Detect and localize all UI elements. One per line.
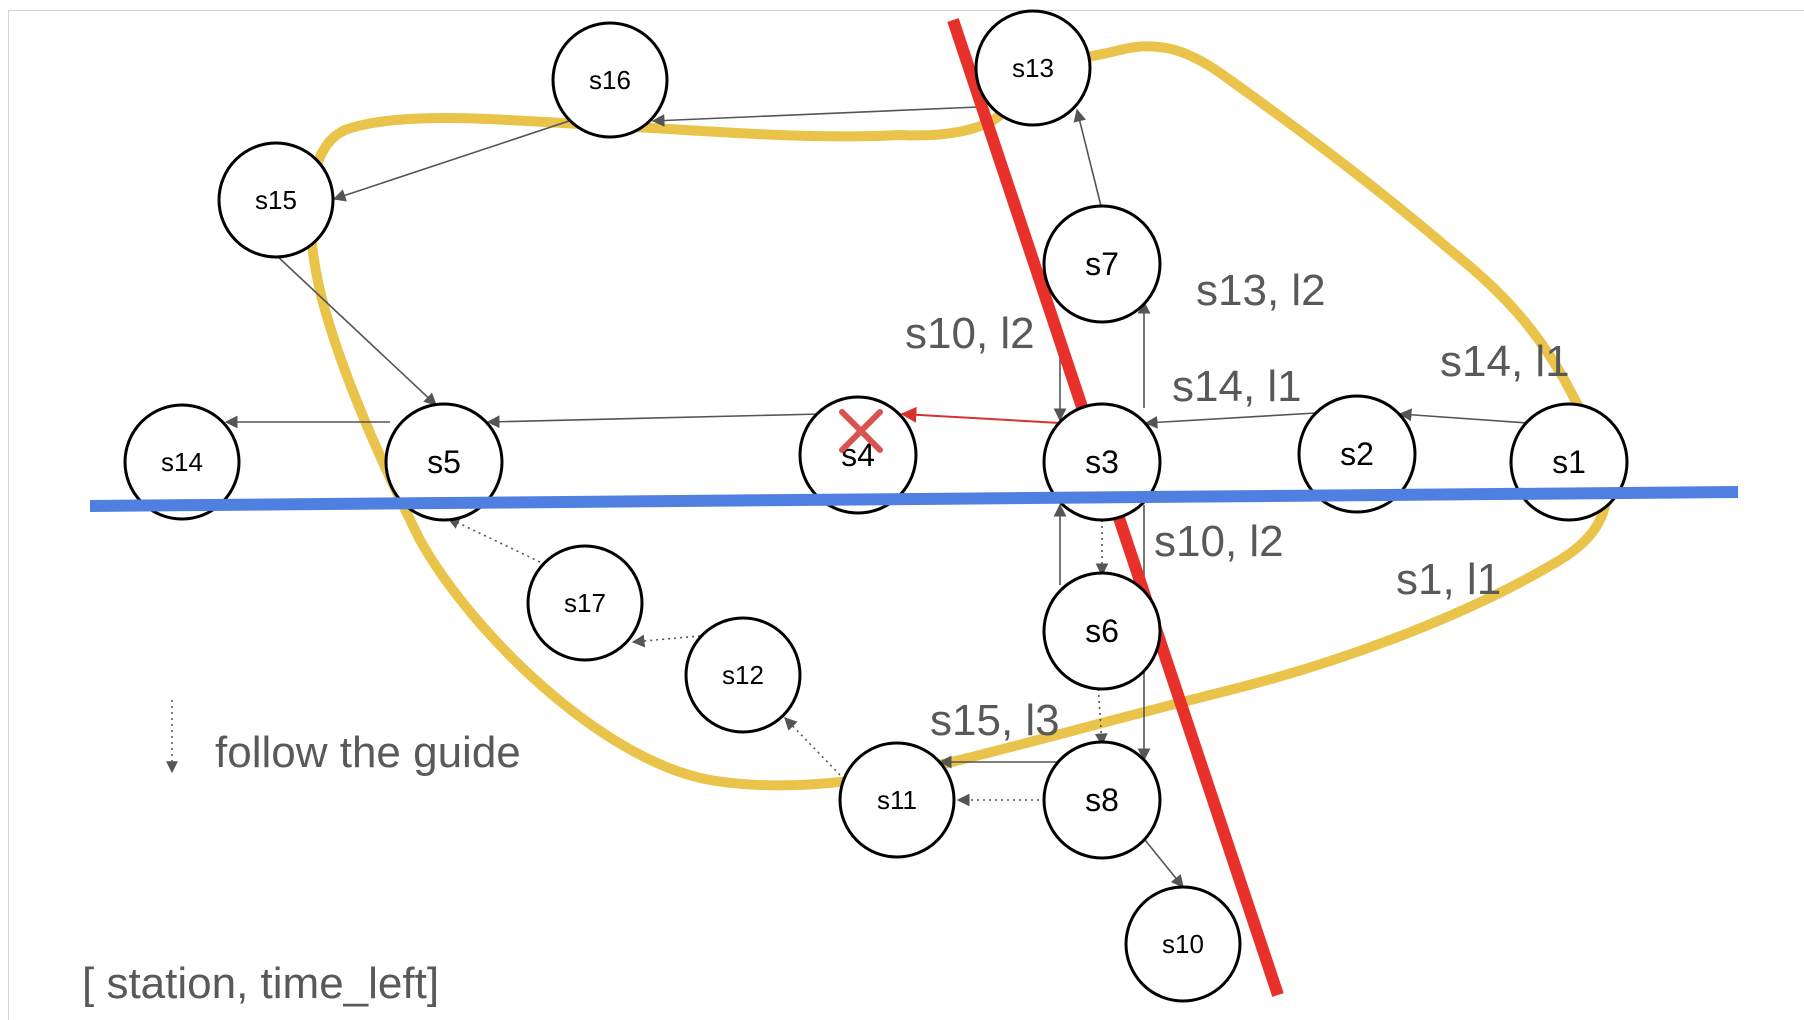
- node-s10: s10: [1124, 885, 1242, 1003]
- edge-s8-to-s10: [1144, 839, 1184, 888]
- node-label-s1: s1: [1552, 444, 1586, 480]
- node-circle-s8: [1042, 740, 1162, 860]
- edge-s13-to-s16: [651, 106, 979, 127]
- node-circle-s4: [798, 395, 918, 515]
- node-circle-s7: [1042, 204, 1162, 324]
- node-s12: s12: [684, 616, 802, 734]
- node-s17: s17: [526, 544, 644, 662]
- edge-label-s1-l1: s1, l1: [1396, 555, 1501, 604]
- node-label-s2: s2: [1340, 436, 1374, 472]
- node-label-s3: s3: [1085, 444, 1119, 480]
- node-circle-s15: [217, 141, 335, 259]
- blue-horizontal-line: [89, 486, 1739, 512]
- node-label-s13: s13: [1012, 53, 1054, 83]
- edges-layer: [224, 106, 1529, 888]
- node-circle-s13: [974, 9, 1092, 127]
- node-s16: s16: [551, 21, 669, 139]
- edge-s16-to-s15: [332, 119, 573, 202]
- node-label-s11: s11: [877, 785, 917, 815]
- node-label-s15: s15: [255, 185, 297, 215]
- caption-text: [ station, time_left]: [82, 959, 439, 1008]
- edge-s6-to-s8-guide: [1094, 682, 1108, 747]
- x-mark-icon: [839, 409, 883, 453]
- node-s13: s13: [974, 9, 1092, 127]
- node-circle-s6: [1042, 571, 1162, 691]
- node-label-s12: s12: [722, 660, 764, 690]
- edge-label-s14-l1-right: s14, l1: [1440, 337, 1570, 386]
- node-s5: s5: [384, 402, 504, 522]
- node-circle-s12: [684, 616, 802, 734]
- node-label-s5: s5: [427, 444, 461, 480]
- node-s2: s2: [1297, 394, 1417, 514]
- node-label-s16: s16: [589, 65, 631, 95]
- node-label-s10: s10: [1162, 929, 1204, 959]
- edge-s15-to-s5: [275, 254, 437, 406]
- edge-label-s13-l2: s13, l2: [1196, 266, 1326, 315]
- node-s1: s1: [1509, 402, 1629, 522]
- diagram-frame: [8, 10, 1804, 1020]
- node-label-s7: s7: [1085, 246, 1119, 282]
- legend-label: follow the guide: [215, 728, 521, 777]
- edge-s7-to-s13: [1073, 108, 1103, 211]
- node-circle-s5: [384, 402, 504, 522]
- edge-s17-to-s5-guide: [446, 517, 541, 563]
- node-s14: s14: [123, 403, 241, 521]
- edge-s1-to-s2: [1398, 408, 1529, 424]
- node-label-s14: s14: [161, 447, 203, 477]
- edge-s12-to-s17-guide: [631, 634, 701, 648]
- edge-s11-to-s12-guide: [784, 717, 841, 776]
- node-s11: s11: [838, 741, 956, 859]
- node-label-s6: s6: [1085, 613, 1119, 649]
- node-s7: s7: [1042, 204, 1162, 324]
- node-s6: s6: [1042, 571, 1162, 691]
- node-circle-s17: [526, 544, 644, 662]
- node-circle-s10: [1124, 885, 1242, 1003]
- edge-label-s10-l2-top: s10, l2: [905, 309, 1035, 358]
- node-label-s17: s17: [564, 588, 606, 618]
- node-s3: s3: [1042, 402, 1162, 522]
- node-circle-s3: [1042, 402, 1162, 522]
- node-circle-s16: [551, 21, 669, 139]
- node-circle-s14: [123, 403, 241, 521]
- node-s8: s8: [1042, 740, 1162, 860]
- edge-label-s10-l2-bottom: s10, l2: [1154, 517, 1284, 566]
- edge-label-s14-l1-mid: s14, l1: [1172, 362, 1302, 411]
- node-circle-s11: [838, 741, 956, 859]
- yellow-loop: [305, 41, 1612, 791]
- node-s15: s15: [217, 141, 335, 259]
- edge-s3-to-s4: [900, 406, 1061, 424]
- edge-label-s15-l3: s15, l3: [930, 696, 1060, 745]
- node-label-s8: s8: [1085, 782, 1119, 818]
- edge-s4-to-s5: [486, 413, 821, 429]
- node-circle-s2: [1297, 394, 1417, 514]
- edge-s2-to-s3: [1144, 412, 1317, 429]
